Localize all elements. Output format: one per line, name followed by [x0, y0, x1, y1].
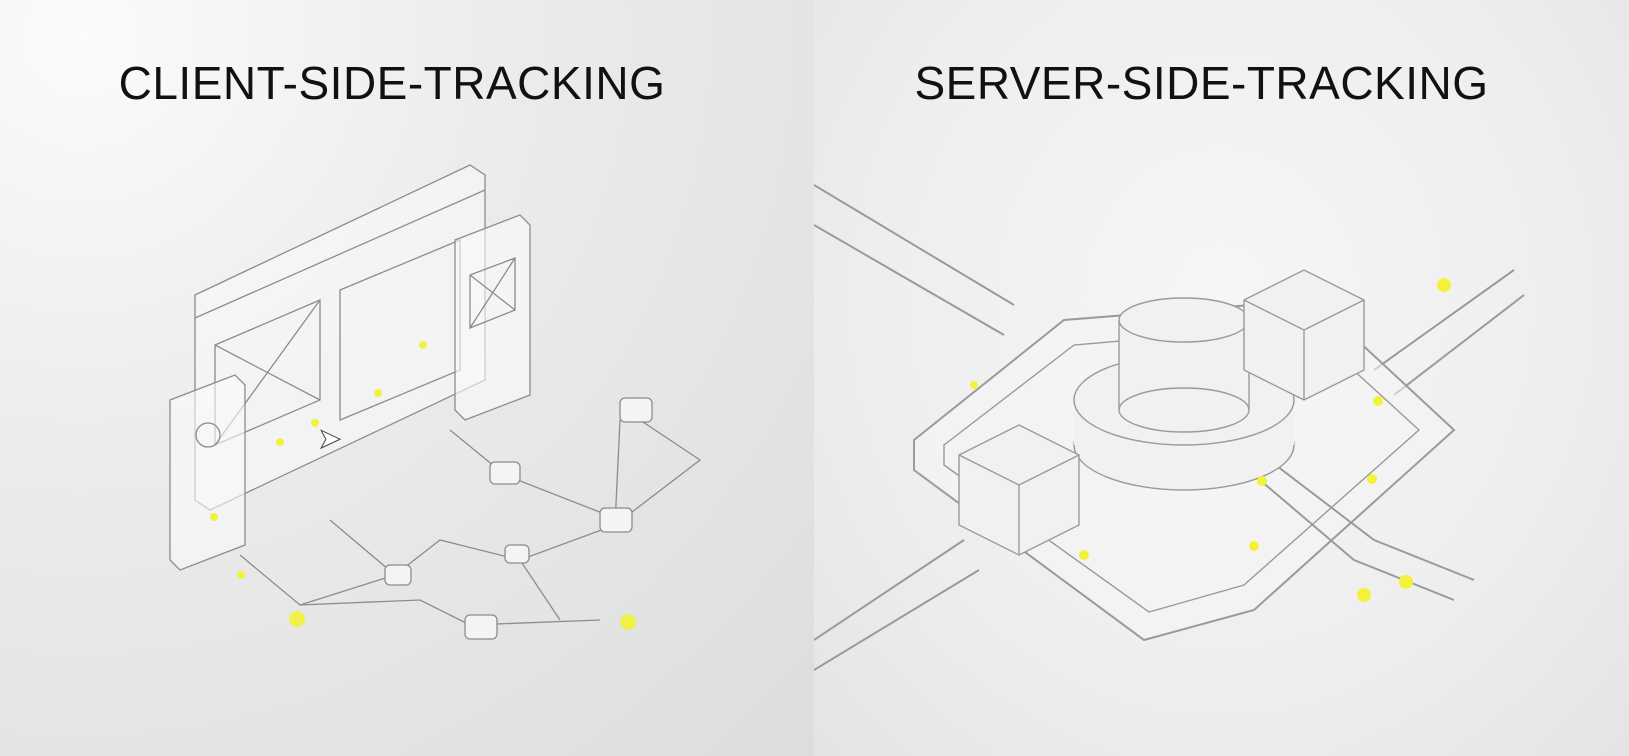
- server-side-panel: SERVER-SIDE-TRACKING: [814, 0, 1629, 756]
- pipe-right: [1373, 269, 1525, 396]
- event-dots: [210, 341, 636, 630]
- server-side-illustration: [814, 184, 1525, 671]
- client-side-panel: CLIENT-SIDE-TRACKING: [0, 0, 814, 756]
- data-dots: [970, 278, 1451, 602]
- client-side-title: CLIENT-SIDE-TRACKING: [118, 57, 666, 109]
- database: [1073, 297, 1295, 491]
- pipe-bottom-left: [814, 539, 980, 671]
- pipe-bottom-right: [1253, 459, 1475, 601]
- phone-left: [169, 374, 246, 571]
- client-side-illustration: ➤: [169, 164, 702, 640]
- server-nodes: [958, 269, 1365, 556]
- network-nodes: [384, 397, 653, 640]
- server-side-title: SERVER-SIDE-TRACKING: [914, 57, 1489, 109]
- cursor-icon: ➤: [318, 423, 341, 454]
- pipe-top-left: [814, 184, 1015, 336]
- phone-right: [454, 214, 531, 421]
